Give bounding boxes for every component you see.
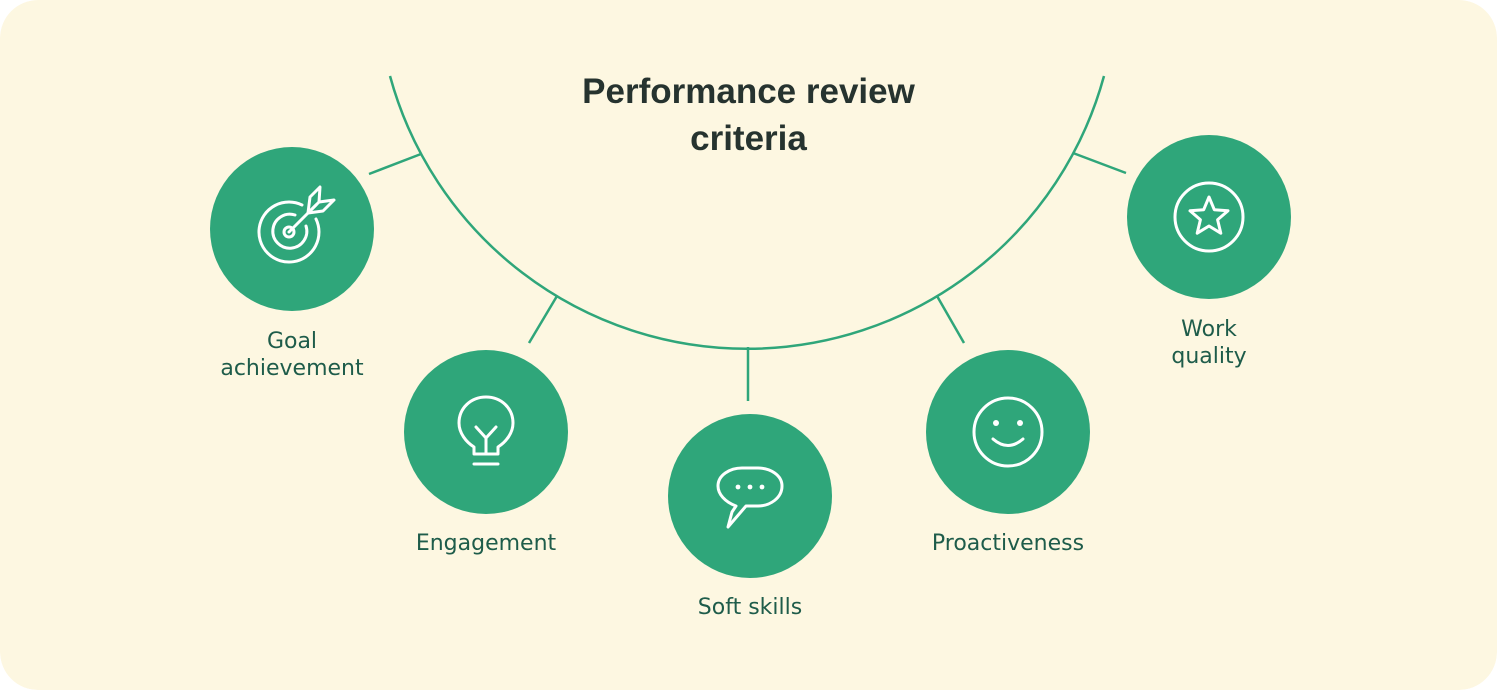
- node-label-line: Proactiveness: [931, 531, 1085, 556]
- node-label-soft-skills: Soft skills: [620, 594, 880, 621]
- node-circle-proactiveness: [926, 350, 1090, 514]
- node-label-work-quality: Work quality: [1079, 316, 1339, 370]
- node-circle-engagement: [404, 350, 568, 514]
- node-label-line: Goal: [266, 329, 318, 354]
- diagram-title-line-2: criteria: [690, 119, 807, 158]
- node-circle-work-quality: [1127, 135, 1291, 299]
- target-arrow-icon: [257, 185, 336, 264]
- connector-proactiveness: [935, 295, 966, 344]
- connector-goal-achievement: [368, 152, 422, 176]
- speech-bubble-icon: [716, 466, 784, 529]
- node-circle-soft-skills: [668, 414, 832, 578]
- node-label-line: Engagement: [415, 531, 557, 556]
- node-label-engagement: Engagement: [356, 530, 616, 557]
- diagram-title-line-1: Performance review: [582, 72, 915, 111]
- connector-engagement: [527, 295, 559, 344]
- connector-work-quality: [1072, 151, 1127, 175]
- node-label-proactiveness: Proactiveness: [878, 530, 1138, 557]
- node-label-line: Soft skills: [697, 595, 803, 620]
- smiley-face-icon: [972, 396, 1044, 468]
- node-label-line: Work: [1181, 317, 1237, 342]
- node-label-line: quality: [1171, 344, 1247, 369]
- lightbulb-icon: [457, 395, 515, 466]
- star-badge-icon: [1173, 181, 1245, 253]
- diagram-title: Performance review criteria: [500, 68, 997, 162]
- node-label-line: achievement: [220, 356, 364, 381]
- node-label-goal-achievement: Goal achievement: [162, 328, 422, 382]
